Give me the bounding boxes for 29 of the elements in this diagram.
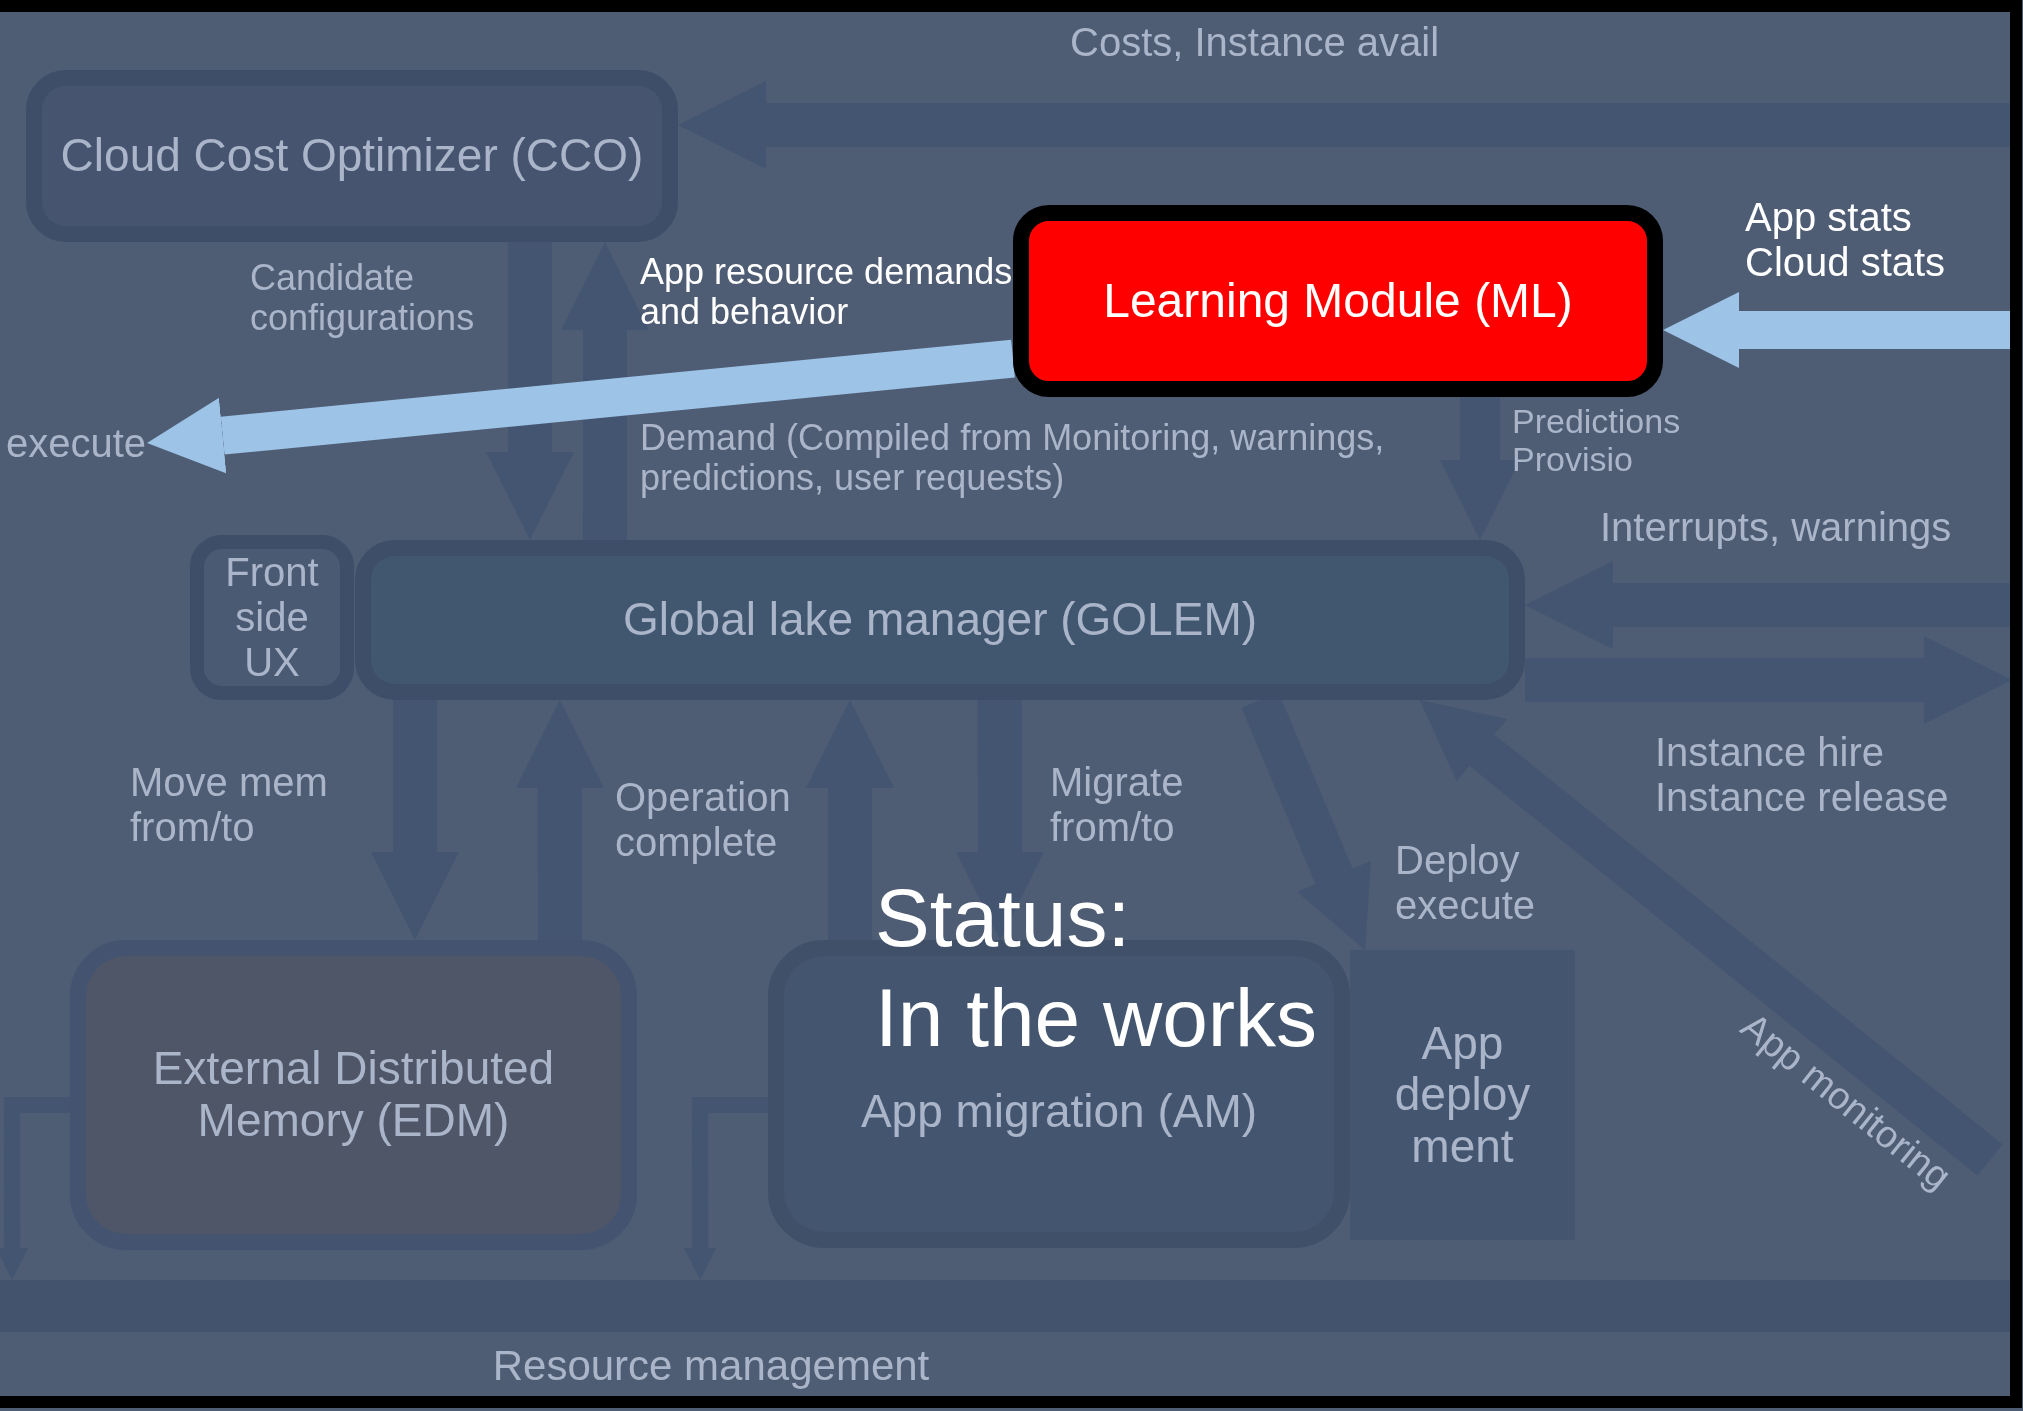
module-box — [1013, 205, 1663, 397]
edge-label: Demand (Compiled from Monitoring, warnings, predictions, user requests) — [640, 418, 1386, 499]
arrow — [1525, 560, 2012, 649]
arrow — [147, 339, 1015, 474]
edge-label: App resource demands and behavior — [640, 252, 1014, 333]
box-label: App deploy ment — [1393, 1017, 1532, 1173]
edge-label: Interrupts, warnings — [1600, 505, 1953, 550]
edge-label: App stats Cloud stats — [1745, 195, 1947, 285]
edge-label: Move mem from/to — [130, 760, 329, 850]
edge-label: Predictions Provisio — [1512, 402, 1682, 479]
arrow — [1525, 636, 2012, 724]
box-label: External Distributed Memory (EDM) — [151, 1043, 556, 1147]
box-label: Front side UX — [224, 550, 320, 685]
status-label: In the works — [875, 972, 1318, 1064]
edge-label: Candidate configurations — [250, 258, 476, 339]
edge-label: Instance hire Instance release — [1655, 730, 1950, 820]
arrow — [1440, 396, 1520, 540]
text-label: execute — [5, 420, 147, 466]
band-label: Resource management — [492, 1342, 930, 1390]
edge-label: Costs, Instance avail — [1070, 20, 1441, 65]
box-label: Cloud Cost Optimizer (CCO) — [60, 130, 644, 182]
edge-label: Deploy execute — [1395, 838, 1537, 928]
box-label: Global lake manager (GOLEM) — [623, 594, 1257, 646]
status-label: Status: — [875, 872, 1131, 964]
edge-label: Operation complete — [615, 775, 792, 865]
box-label: App migration (AM) — [860, 1086, 1258, 1138]
box-label: Learning Module (ML) — [1103, 274, 1573, 328]
edge-label: Migrate from/to — [1050, 760, 1185, 850]
arrow — [678, 81, 2012, 170]
